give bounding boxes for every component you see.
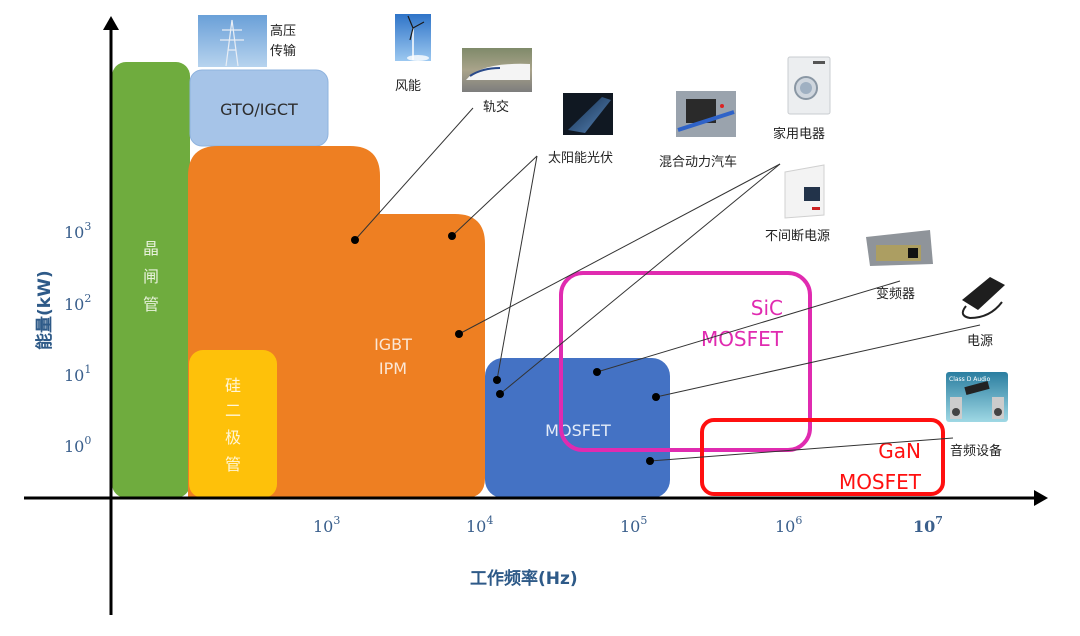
car-engine-icon [676,91,736,137]
app-power-supply: 电源 [961,277,1005,349]
sic-boundary [559,271,812,452]
diode-label-1: 硅 [225,376,241,395]
leader-home-igbt [458,163,781,335]
dot [455,330,463,338]
x-tick-label: 104 [466,514,493,536]
leader-lines [354,107,981,462]
inverter-icon [866,230,933,266]
x-tick-label: 103 [313,514,340,536]
gto-label: GTO/IGCT [220,100,298,119]
gan-label-1: GaN [878,439,921,463]
region-sic-mosfet: SiC MOSFET [559,271,812,452]
train-icon [462,48,532,92]
region-mosfet: MOSFET [485,358,670,498]
thyristor-label-1: 晶 [143,239,159,258]
mosfet-label: MOSFET [545,421,611,440]
rail-label: 轨交 [483,99,509,115]
mosfet-block [485,358,670,498]
inverter-label: 变频器 [876,286,915,302]
dot [493,376,501,384]
dot [593,368,601,376]
x-axis-title: 工作频率(Hz) [470,568,578,589]
region-gan-mosfet: GaN MOSFET [700,418,945,496]
x-tick-labels: 103 104 105 106 107 [313,514,943,536]
leader-inverter [596,280,901,373]
wind-label: 风能 [395,79,421,94]
region-diode: 硅 二 极 管 [189,350,277,498]
y-tick-label: 100 [64,434,91,456]
home-label: 家用电器 [773,126,825,142]
app-hev: 混合动力汽车 [659,91,737,170]
diode-label-4: 管 [225,455,241,474]
dot [496,390,504,398]
power-adapter-icon [961,277,1005,320]
app-hv-transmission: 高压 传输 [198,15,296,67]
hev-label: 混合动力汽车 [659,154,737,170]
igbt-label-2: IPM [379,359,407,378]
washing-machine-icon [787,56,831,115]
x-axis-arrow-icon [1034,490,1048,506]
y-axis-arrow-icon [103,16,119,30]
leader-dots [351,232,660,465]
app-rail: 轨交 [462,48,532,115]
psu-label: 电源 [967,334,993,349]
y-axis-title: 能量(kW) [34,270,55,350]
thyristor-block [112,62,190,498]
app-inverter: 变频器 [866,230,933,302]
app-solar: 太阳能光伏 [548,93,613,166]
app-home-appliances: 家用电器 [773,56,831,142]
region-thyristor: 晶 闸 管 [112,62,190,498]
sic-label-1: SiC [751,296,783,320]
gan-label-2: MOSFET [839,470,922,494]
dot [351,236,359,244]
y-axis [103,16,119,615]
x-tick-label: 106 [775,514,802,536]
app-ups: 不间断电源 [765,164,830,244]
sic-label-2: MOSFET [701,327,784,351]
dot [646,457,654,465]
y-tick-label: 101 [64,363,91,385]
leader-home-mosfet [499,163,781,395]
audio-equipment-icon: Class D Audio [946,372,1008,422]
power-tower-icon [198,15,267,67]
x-axis [24,490,1048,506]
leader-audio [649,437,954,462]
region-gto-igct: GTO/IGCT [189,69,329,147]
dot [652,393,660,401]
diode-block [189,350,277,498]
audio-label: 音频设备 [950,443,1002,459]
wind-turbine-icon [395,14,431,61]
hv-label-1: 高压 [270,23,296,39]
igbt-label-1: IGBT [374,335,412,354]
leader-solar-igbt [451,155,538,237]
diode-label-3: 极 [225,428,241,447]
thyristor-label-3: 管 [143,295,159,314]
solar-label: 太阳能光伏 [548,151,613,166]
solar-panel-icon [563,93,613,135]
ups-label: 不间断电源 [765,229,830,244]
app-wind: 风能 [395,14,431,94]
y-tick-label: 102 [64,292,91,314]
x-tick-label: 105 [620,514,647,536]
ups-icon [784,164,825,219]
x-tick-label: 107 [913,514,943,536]
leader-psu [655,324,981,398]
thyristor-label-2: 闸 [143,267,159,286]
leader-solar-mosfet [496,155,538,381]
dot [448,232,456,240]
leader-rail [354,107,474,241]
app-audio: Class D Audio 音频设备 [946,372,1008,459]
svg-text:Class D Audio: Class D Audio [949,376,991,383]
y-tick-label: 103 [64,220,91,242]
diode-label-2: 二 [225,401,241,420]
hv-label-2: 传输 [270,43,296,59]
y-tick-labels: 103 102 101 100 [64,220,91,456]
